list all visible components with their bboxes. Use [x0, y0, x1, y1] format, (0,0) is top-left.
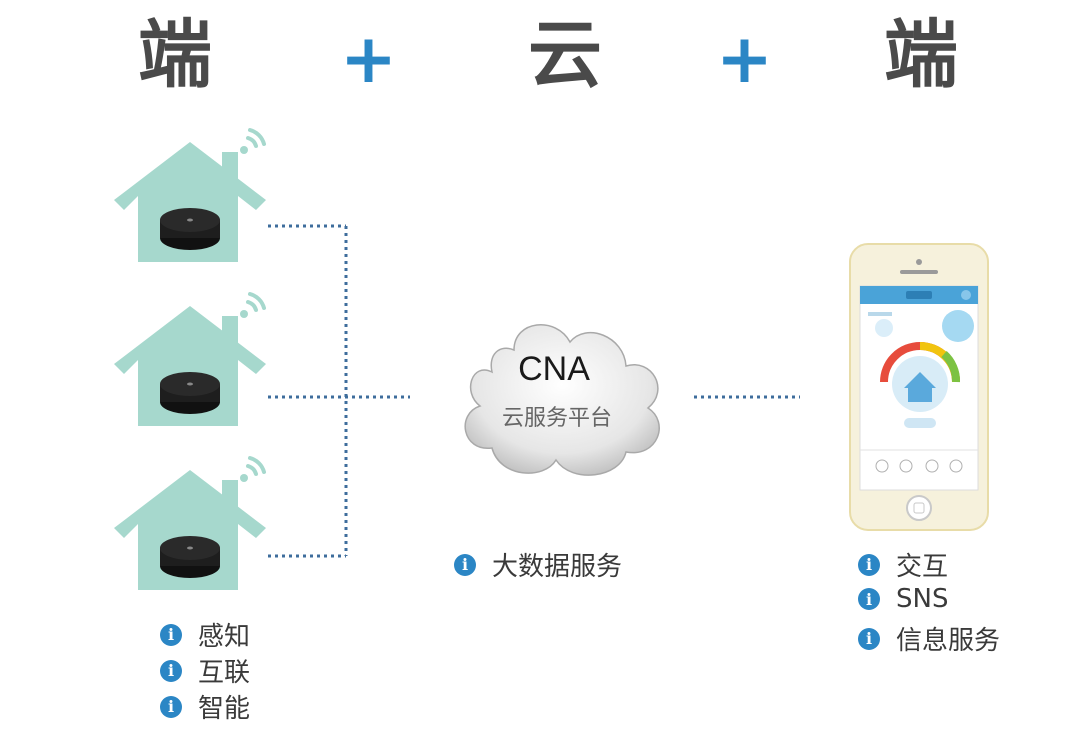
feature-label: 感知	[198, 622, 251, 652]
info-icon: i	[858, 553, 880, 576]
heading-cloud: 云	[528, 12, 602, 98]
house-icon	[114, 456, 266, 590]
house-icon	[114, 128, 266, 262]
feature-label: SNS	[896, 584, 949, 614]
info-icon: i	[858, 588, 880, 610]
info-icon: i	[858, 627, 880, 650]
feature-label: 智能	[198, 694, 251, 724]
feature-intelligence: i 智能	[160, 688, 250, 725]
smart-hub-device-icon	[160, 372, 220, 414]
cloud-subtitle: 云服务平台	[501, 406, 612, 431]
feature-interconnect: i 互联	[160, 652, 250, 689]
feature-label: 信息服务	[896, 626, 1001, 656]
heading-device-left: 端	[138, 12, 212, 98]
plus-sign-2: +	[716, 20, 773, 99]
info-icon: i	[160, 659, 182, 682]
smart-hub-device-icon	[160, 536, 220, 578]
info-icon: i	[160, 695, 182, 718]
plus-sign-1: +	[340, 20, 397, 99]
heading-device-right: 端	[884, 12, 958, 98]
feature-label: 大数据服务	[492, 552, 623, 582]
feature-label: 互联	[198, 658, 251, 688]
feature-big-data: i 大数据服务	[454, 546, 622, 583]
feature-interaction: i 交互	[858, 546, 948, 583]
wifi-signal-icon	[240, 292, 266, 318]
feature-perception: i 感知	[160, 616, 250, 653]
feature-label: 交互	[896, 552, 949, 582]
info-icon: i	[160, 623, 182, 646]
feature-sns: i SNS	[858, 584, 948, 614]
info-icon: i	[454, 553, 476, 576]
smartphone-icon	[849, 243, 989, 531]
wifi-signal-icon	[240, 456, 266, 482]
cloud-icon	[464, 324, 660, 476]
house-icon	[114, 292, 266, 426]
smart-hub-device-icon	[160, 208, 220, 250]
wifi-signal-icon	[240, 128, 266, 154]
feature-info-service: i 信息服务	[858, 620, 1000, 657]
cloud-title: CNA	[518, 350, 590, 388]
